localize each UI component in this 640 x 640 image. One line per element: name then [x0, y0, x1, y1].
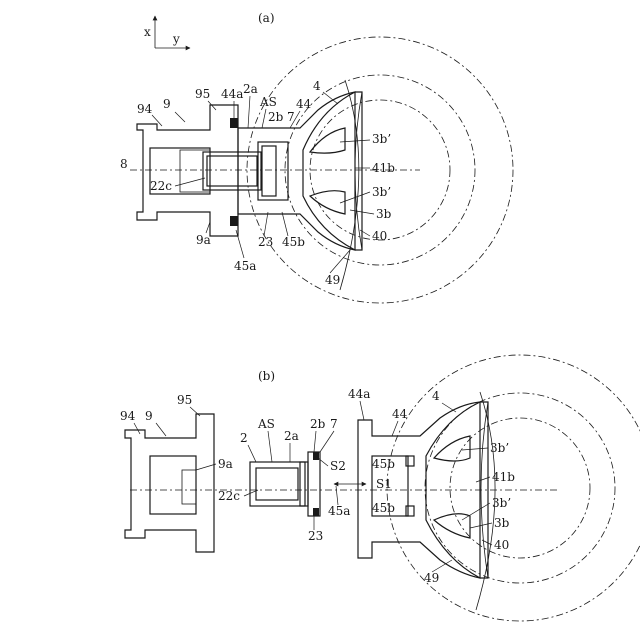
seal-ring-bot-a — [230, 216, 238, 226]
label-9a-a: 9a — [196, 233, 211, 247]
label-45a-b: 45a — [328, 504, 350, 518]
sleeve-2-b — [250, 462, 305, 506]
middle-circle-b — [425, 393, 615, 583]
housing-9-b — [125, 414, 214, 552]
label-41b-b: 41b — [492, 470, 515, 484]
label-45b-a: 45b — [282, 235, 305, 249]
label-94-a: 94 — [137, 102, 153, 116]
label-2-b: 2 — [240, 431, 248, 445]
socket-step-top-b — [406, 456, 414, 466]
label-49-b: 49 — [424, 571, 439, 585]
gasket-7-a — [262, 146, 276, 196]
label-45b-bot-b: 45b — [372, 501, 395, 515]
housing-inner-a — [180, 150, 210, 192]
label-3b-a: 3b — [376, 207, 392, 221]
label-3b-prime-top-b: 3b’ — [490, 441, 509, 455]
connector-44 — [238, 92, 355, 250]
seal-ring-top-a — [230, 118, 238, 128]
x-axis-label: x — [144, 25, 151, 39]
axis-indicator: x y — [144, 16, 190, 48]
label-44a-a: 44a — [221, 87, 243, 101]
label-3b-prime-bot-b: 3b’ — [492, 496, 511, 510]
label-94-b: 94 — [120, 409, 136, 423]
panel-b-caption: (b) — [258, 369, 275, 383]
housing-9 — [137, 105, 238, 236]
label-44-b: 44 — [392, 407, 408, 421]
label-2b-a: 2b — [268, 110, 284, 124]
label-22c-b: 22c — [218, 489, 240, 503]
label-AS-a: AS — [259, 95, 277, 109]
label-4-a: 4 — [313, 79, 321, 93]
seal-top-b — [313, 452, 319, 460]
label-23-b: 23 — [308, 529, 323, 543]
label-3b-b: 3b — [494, 516, 510, 530]
window-3b-bot-a — [310, 191, 345, 214]
label-2a-b: 2a — [284, 429, 299, 443]
label-45b-top-b: 45b — [372, 457, 395, 471]
label-23-a: 23 — [258, 235, 273, 249]
window-3b-top-b — [434, 436, 470, 461]
panel-a-caption: (a) — [258, 11, 275, 25]
label-7-b: 7 — [330, 417, 338, 431]
seal-bot-b — [313, 508, 319, 516]
label-8-a: 8 — [120, 157, 128, 171]
label-3b-prime-top-a: 3b’ — [372, 132, 391, 146]
label-S1-b: S1 — [376, 477, 392, 491]
housing-bore-b — [150, 456, 196, 514]
inner-circle-b — [450, 418, 590, 558]
sleeve-bore-b — [256, 468, 298, 500]
sleeve-cavity-a — [203, 152, 261, 190]
sleeve-2-a — [207, 156, 257, 186]
label-S2-b: S2 — [330, 459, 346, 473]
window-3b-top-a — [310, 128, 345, 153]
label-49-a: 49 — [325, 273, 340, 287]
label-22c-a: 22c — [150, 179, 172, 193]
housing-inner-b — [182, 470, 196, 504]
label-44a-b: 44a — [348, 387, 370, 401]
label-95-b: 95 — [177, 393, 192, 407]
label-3b-prime-bot-a: 3b’ — [372, 185, 391, 199]
label-45a-a: 45a — [234, 259, 256, 273]
panel-b: (b) 44a 4 94 9 95 A — [120, 355, 640, 621]
label-4-b: 4 — [432, 389, 440, 403]
label-2a-a: 2a — [243, 82, 258, 96]
gasket-7-b — [308, 452, 320, 516]
label-9a-b: 9a — [218, 457, 233, 471]
sleeve-flange-b — [300, 462, 308, 506]
label-40-a: 40 — [372, 229, 387, 243]
label-AS-b: AS — [257, 417, 275, 431]
panel-a: (a) x y 4 94 — [120, 11, 513, 303]
label-44-a: 44 — [296, 97, 312, 111]
label-95-a: 95 — [195, 87, 210, 101]
label-2b-b: 2b — [310, 417, 326, 431]
label-40-b: 40 — [494, 538, 509, 552]
y-axis-label: y — [172, 32, 180, 46]
window-3b-bot-b — [434, 514, 470, 538]
label-41b-a: 41b — [372, 161, 395, 175]
socket-step-bot-b — [406, 506, 414, 516]
label-9-a: 9 — [163, 97, 171, 111]
label-9-b: 9 — [145, 409, 153, 423]
